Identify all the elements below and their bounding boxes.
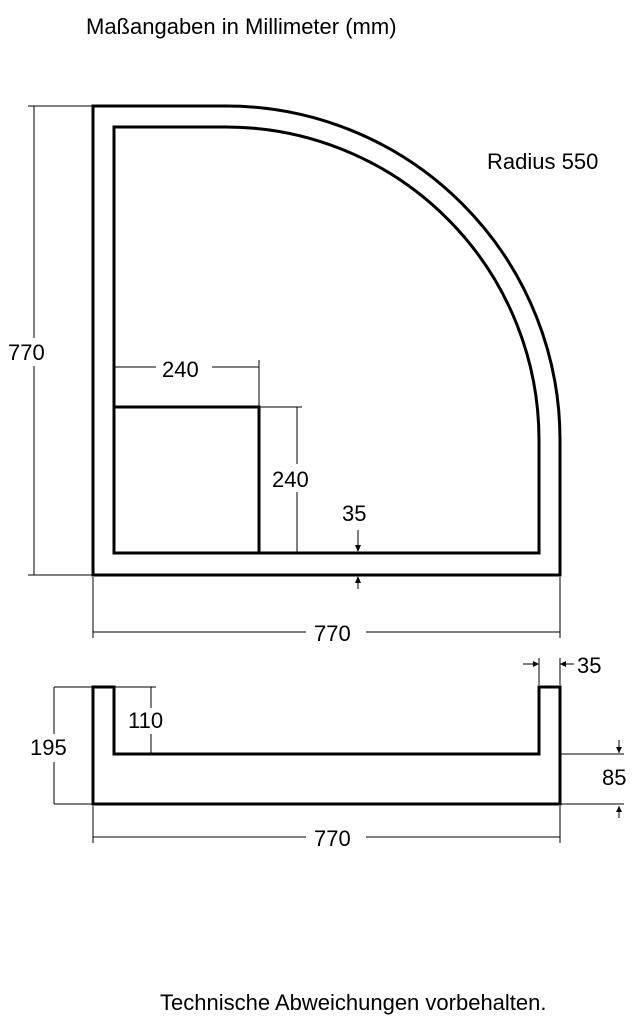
total-height-label: 195 <box>30 735 67 760</box>
tray-outer-outline <box>91 104 562 577</box>
side-width-label: 770 <box>314 826 351 851</box>
tray-cross-section <box>91 685 562 806</box>
side-view: 195 110 35 85 770 <box>28 653 626 852</box>
floor-label: 85 <box>602 765 626 790</box>
top-view: 770 Radius 550 240 240 35 770 <box>4 104 598 647</box>
tray-inner-outline <box>112 125 541 555</box>
inner-depth-label: 110 <box>128 708 163 733</box>
width-label: 770 <box>314 621 351 646</box>
drawing-title: Maßangaben in Millimeter (mm) <box>86 14 397 39</box>
wall-label: 35 <box>577 653 601 678</box>
disclaimer-note: Technische Abweichungen vorbehalten. <box>160 990 547 1015</box>
rim-label: 35 <box>342 501 366 526</box>
radius-label: Radius 550 <box>487 149 598 174</box>
seat-depth-label: 240 <box>272 467 309 492</box>
height-label: 770 <box>8 340 45 365</box>
seat-block <box>112 405 261 555</box>
seat-width-label: 240 <box>162 357 199 382</box>
